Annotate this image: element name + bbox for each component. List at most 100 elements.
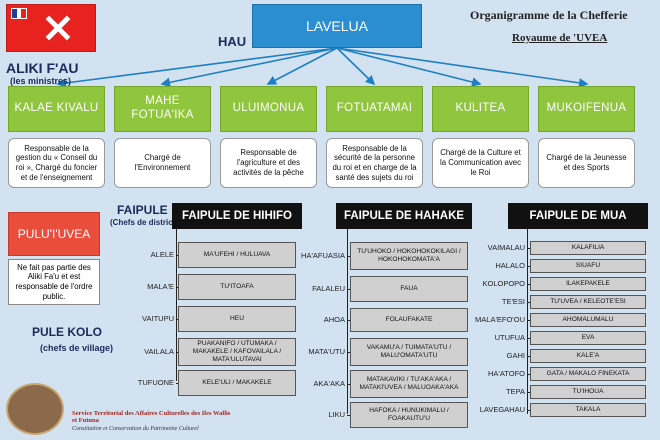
french-flag-icon (11, 8, 27, 19)
faipule-sublabel: (Chefs de district) (110, 218, 179, 227)
minister-desc-fotuatamai: Responsable de la sécurité de la personn… (326, 138, 423, 188)
footer-service: Service Territorial des Affaires Culture… (72, 410, 231, 425)
village-label: LIKU (328, 410, 345, 419)
village-chiefs-box: TU'ITOAFA (178, 274, 296, 300)
village-connector (527, 356, 530, 357)
footer-mission: Constitution et Conservation du Patrimoi… (72, 426, 199, 432)
connector-mua (527, 229, 528, 414)
village-connector (176, 352, 178, 353)
minister-desc-mukoifenua: Chargé de la Jeunesse et des Sports (538, 138, 635, 188)
pule-kolo-sublabel: (chefs de village) (40, 343, 114, 353)
arrow-mahe-fotuaika (160, 47, 338, 88)
village-connector (527, 266, 530, 267)
village-connector (176, 255, 178, 256)
village-label: TUFUONE (137, 378, 174, 387)
district-head-hihifo: FAIPULE DE HIHIFO (172, 203, 302, 229)
village-label: MALA'E (147, 282, 174, 291)
village-connector (527, 392, 530, 393)
arrow-mukoifenua (336, 47, 589, 88)
arrow-kulitea (336, 47, 482, 87)
village-connector (176, 383, 178, 384)
village-chiefs-box: PUAKANIFO / UTUMAKA / MAKAKELE / KAFOVAI… (178, 338, 296, 366)
village-label: ALELE (150, 250, 174, 259)
minister-mukoifenua: MUKOIFENUA (538, 86, 635, 132)
village-chiefs-box: TU'UVEA / KELEOTE'ESI (530, 295, 646, 309)
village-label: HA'AFUASIA (301, 251, 345, 260)
pule-kolo-label: PULE KOLO (32, 325, 103, 339)
village-connector (347, 320, 350, 321)
village-connector (527, 302, 530, 303)
village-connector (347, 352, 350, 353)
arrow-uluimonua (266, 47, 338, 85)
district-head-mua: FAIPULE DE MUA (508, 203, 648, 229)
village-chiefs-box: TU'UHOKO / HOKOHOKOKILAGI / HOKOHOKOMATA… (350, 242, 468, 270)
village-label: KOLOPOPO (482, 279, 525, 288)
village-label: TE'ESI (501, 297, 525, 306)
village-connector (527, 284, 530, 285)
village-label: AHOA (323, 315, 345, 324)
wallis-flag (6, 4, 96, 52)
village-label: VAITUPU (142, 314, 174, 323)
village-connector (527, 410, 530, 411)
faipule-label: FAIPULE (117, 203, 168, 217)
village-chiefs-box: HAFOKA / HUNUKIMALU / FOAKAUTU'U (350, 402, 468, 428)
minister-kulitea: KULITEA (432, 86, 529, 132)
village-chiefs-box: EVA (530, 331, 646, 345)
minister-mahe-fotuaika: MAHE FOTUA'IKA (114, 86, 211, 132)
minister-kalae-kivalu: KALAE KIVALU (8, 86, 105, 132)
page-title: Organigramme de la Chefferie (470, 8, 628, 22)
village-chiefs-box: FOLAUFAKATE (350, 308, 468, 332)
village-chiefs-box: HEU (178, 306, 296, 332)
minister-desc-kalae-kivalu: Responsable de la gestion du « Conseil d… (8, 138, 105, 188)
village-connector (176, 287, 178, 288)
hau-label: HAU (218, 34, 247, 49)
village-label: VAIMALAU (487, 243, 525, 252)
village-label: FALALEU (312, 284, 345, 293)
village-label: TEPA (505, 387, 525, 396)
aliki-sublabel: (les ministres) (10, 76, 72, 86)
village-chiefs-box: GATA / MAKALO FINEKATA (530, 367, 646, 381)
minister-uluimonua: ULUIMONUA (220, 86, 317, 132)
puluiuvea-note: Ne fait pas partie des Aliki Fa'u et est… (8, 259, 100, 305)
arrow-fotuatamai (336, 47, 376, 86)
puluiuvea-box: PULU'I'UVEA (8, 212, 100, 256)
page-subtitle: Royaume de 'UVEA (512, 32, 608, 44)
minister-fotuatamai: FOTUATAMAI (326, 86, 423, 132)
village-connector (347, 384, 350, 385)
village-connector (527, 338, 530, 339)
village-connector (347, 289, 350, 290)
service-logo (6, 383, 64, 435)
village-chiefs-box: ILAKEPAKELE (530, 277, 646, 291)
village-chiefs-box: AHOMALUMALU (530, 313, 646, 327)
connector-hihifo (176, 229, 177, 381)
minister-desc-mahe-fotuaika: Chargé de l'Environnement (114, 138, 211, 188)
village-chiefs-box: VAKAMU'A / TUIMATA'UTU / MALU'OMATA'UTU (350, 338, 468, 366)
village-connector (176, 319, 178, 320)
village-connector (347, 415, 350, 416)
village-connector (347, 256, 350, 257)
district-head-hahake: FAIPULE DE HAHAKE (336, 203, 472, 229)
village-label: UTUFUA (494, 333, 525, 342)
village-label: HALALO (495, 261, 525, 270)
village-label: HA'ATOFO (488, 369, 525, 378)
lavelua-box: LAVELUA (252, 4, 422, 48)
village-chiefs-box: KALE'A (530, 349, 646, 363)
village-chiefs-box: MATAKAVIKI / TU'AKA'AKA / MATAKI'UVEA / … (350, 370, 468, 398)
village-chiefs-box: TAKALA (530, 403, 646, 417)
village-label: MATA'UTU (308, 347, 345, 356)
village-connector (527, 374, 530, 375)
village-chiefs-box: KALAFILIA (530, 241, 646, 255)
minister-desc-kulitea: Chargé de la Culture et la Communication… (432, 138, 529, 188)
arrow-kalae-kivalu (56, 47, 338, 88)
minister-desc-uluimonua: Responsable de l'agriculture et des acti… (220, 138, 317, 188)
village-chiefs-box: FAUA (350, 276, 468, 302)
aliki-label: ALIKI F'AU (6, 60, 79, 76)
village-connector (527, 320, 530, 321)
village-label: VAILALA (144, 347, 174, 356)
village-label: LAVEGAHAU (479, 405, 525, 414)
village-chiefs-box: MA'UFEHI / HULUAVA (178, 242, 296, 268)
cross-icon (45, 15, 71, 41)
village-chiefs-box: KELE'ULI / MAKAKELE (178, 370, 296, 396)
village-chiefs-box: SIUAFU (530, 259, 646, 273)
